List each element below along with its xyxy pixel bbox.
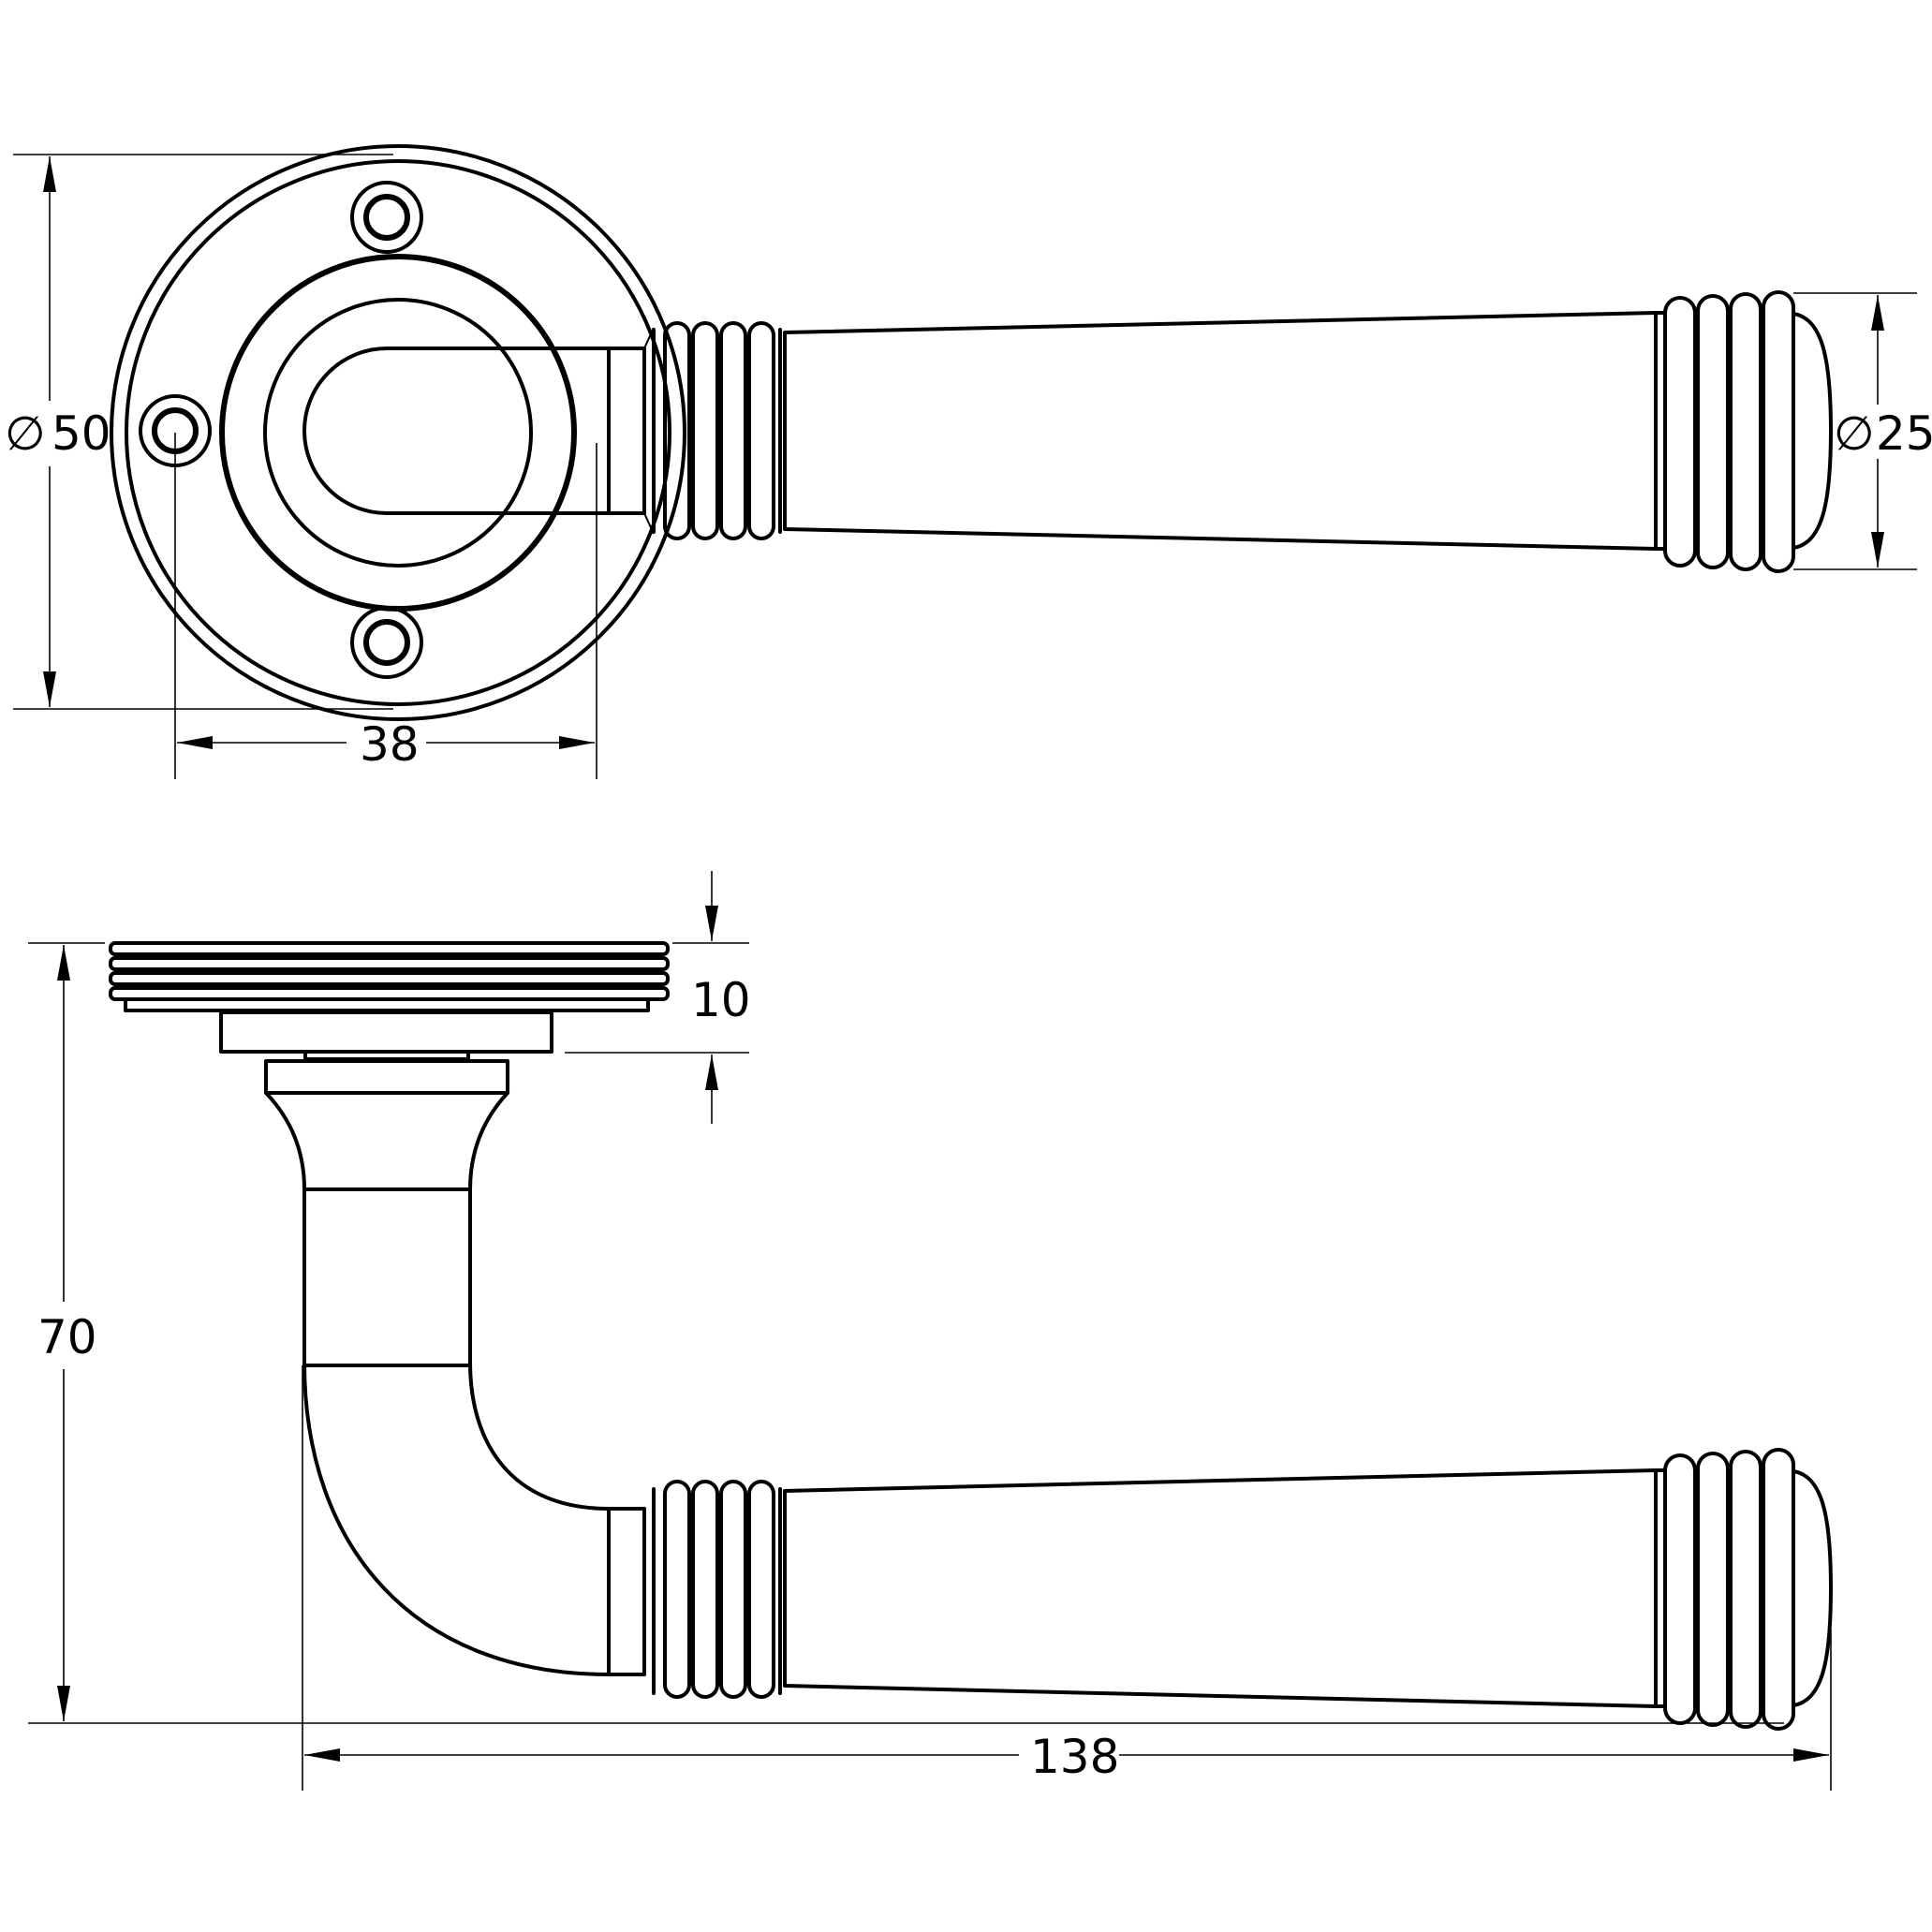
diameter-symbol-rose: ∅ — [5, 406, 46, 461]
lever-neck-side — [264, 1091, 646, 1676]
fixing-hole-top — [350, 181, 423, 254]
lever-length-label: 138 — [1030, 1730, 1119, 1784]
rose-diameter-label: 50 — [52, 406, 111, 461]
spindle-to-fixing-label: 38 — [360, 717, 420, 772]
rose-base-plate — [219, 1010, 553, 1054]
dimension-spindle-to-fixing: 38 — [174, 433, 597, 779]
boss-collar — [264, 1059, 509, 1095]
boss-inner-ring — [263, 298, 533, 568]
lever-collar-rings — [652, 321, 782, 540]
boss-outer-ring — [219, 254, 577, 612]
rose-inner-ring — [125, 159, 671, 706]
lever-grip-side — [783, 1468, 1658, 1708]
fixing-hole-bottom — [350, 606, 423, 679]
dimension-lever-end-diameter: ∅ 25 — [1793, 292, 1932, 570]
lever-end-rings-side — [1663, 1448, 1795, 1731]
lever-end-cap-side — [1792, 1469, 1833, 1707]
dimension-lever-length: 138 — [302, 1365, 1832, 1791]
dimension-rose-diameter: ∅ 50 — [5, 154, 393, 710]
projection-label: 70 — [37, 1310, 97, 1364]
lever-grip — [783, 311, 1658, 551]
side-view — [109, 941, 1833, 1731]
lever-collar-rings-side — [652, 1480, 782, 1699]
rose-outer-ring — [110, 144, 686, 721]
lever-end-cap — [1792, 312, 1833, 550]
rose-thickness-label: 10 — [691, 973, 751, 1027]
dimension-rose-thickness: 10 — [565, 871, 751, 1124]
rose-threaded-plate — [109, 941, 670, 1012]
diameter-symbol-end: ∅ — [1834, 406, 1875, 461]
boss-spacer — [303, 1050, 470, 1061]
lever-neck — [302, 347, 646, 515]
top-view — [110, 144, 1833, 721]
dimension-projection: 70 — [28, 942, 1784, 1724]
lever-end-rings — [1663, 290, 1795, 573]
lever-end-diameter-label: 25 — [1876, 406, 1932, 461]
